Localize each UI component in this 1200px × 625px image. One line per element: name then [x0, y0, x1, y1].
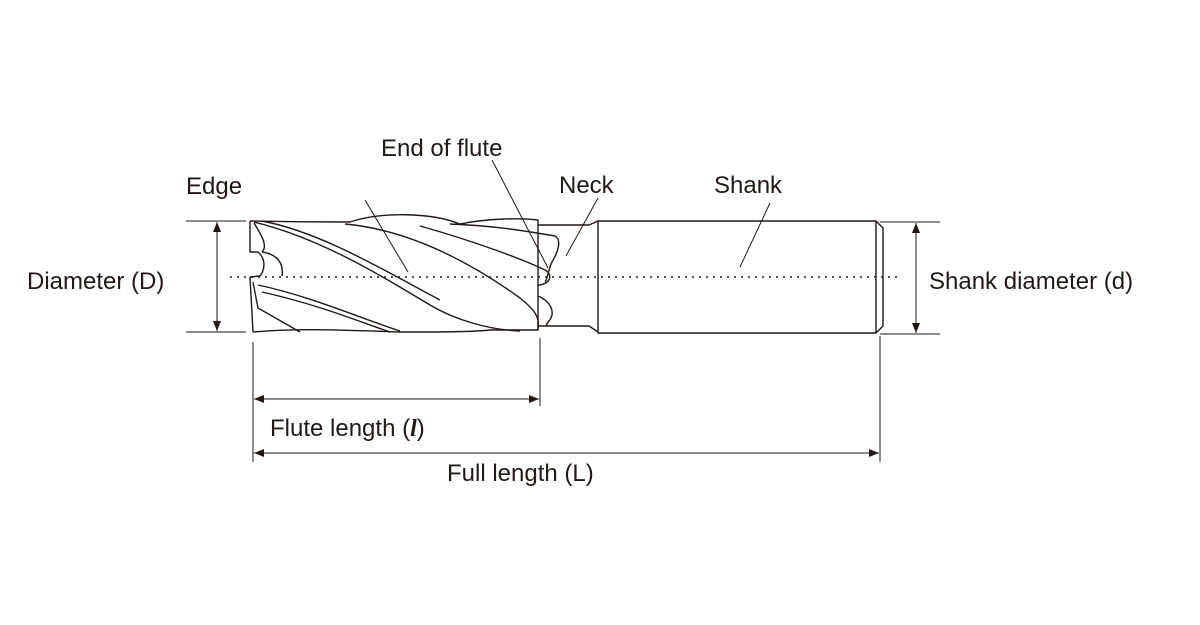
label-neck: Neck	[559, 172, 615, 199]
edge-face	[249, 221, 301, 333]
flute-length-suffix: )	[417, 415, 425, 442]
leader-shank	[739, 202, 771, 268]
label-shank-diameter: Shank diameter (d)	[929, 268, 1133, 295]
flute-length-symbol: l	[410, 416, 417, 442]
label-full-length: Full length (L)	[447, 460, 594, 487]
flute-section	[249, 214, 560, 333]
flute-length-dimension	[252, 338, 541, 462]
full-length-dimension	[254, 336, 881, 462]
leader-edge	[364, 199, 409, 273]
label-end-of-flute: End of flute	[381, 135, 502, 162]
label-flute-length: Flute length (l)	[270, 415, 425, 442]
leader-lines	[364, 159, 771, 273]
label-shank: Shank	[714, 172, 783, 199]
end-mill-tool	[230, 214, 897, 334]
label-edge: Edge	[186, 173, 242, 200]
shank-section	[597, 220, 884, 334]
label-diameter: Diameter (D)	[27, 268, 164, 295]
diameter-dimension	[186, 220, 246, 333]
leader-end-of-flute	[491, 159, 549, 269]
shank-diameter-dimension	[880, 221, 940, 335]
leader-neck	[565, 197, 599, 257]
neck-section	[537, 220, 599, 333]
flute-length-prefix: Flute length (	[270, 415, 410, 442]
